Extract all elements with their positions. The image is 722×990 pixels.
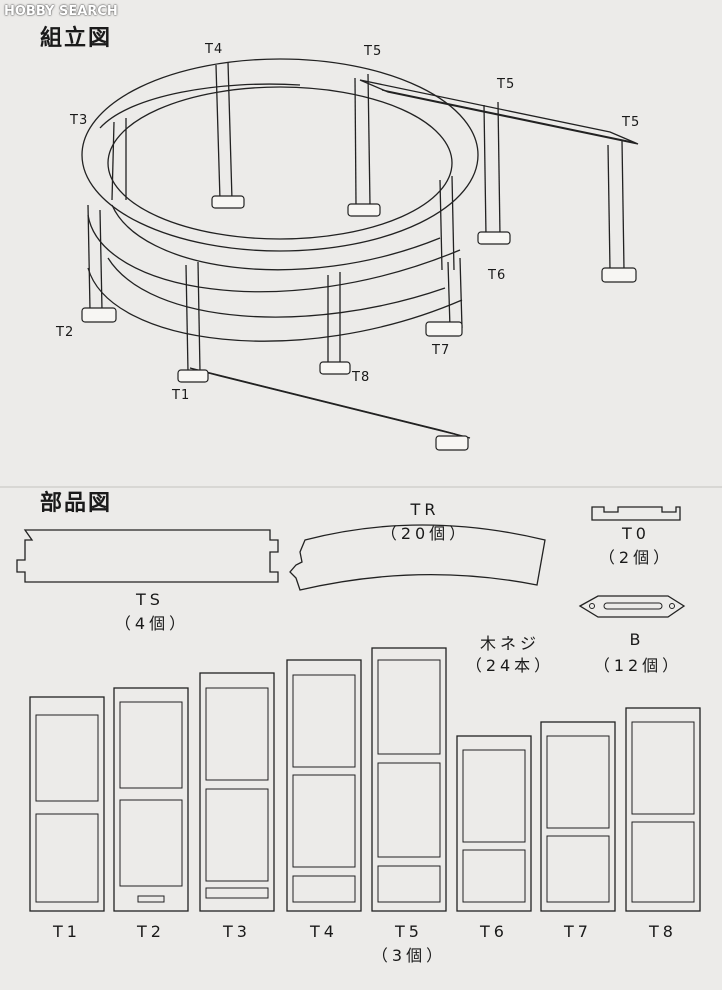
ring-lower-tier-inner [107, 257, 446, 318]
part-t5-count: （3個） [371, 946, 447, 965]
part-t5-shape [371, 647, 447, 912]
assembly-label-t5-c: T5 [622, 115, 641, 130]
part-tr-count: （20個） [380, 524, 470, 543]
parts-heading: 部品図 [40, 491, 113, 516]
assembly-label-t6: T6 [488, 268, 507, 283]
assembly-label-t5-a: T5 [364, 44, 383, 59]
branch-upper [359, 79, 639, 145]
ring-middle-tier-inner [111, 204, 441, 271]
part-t7-name: T7 [564, 922, 592, 941]
pier-t5-c [601, 139, 637, 283]
part-tr-shape [289, 524, 546, 591]
part-t6-name: T6 [480, 922, 508, 941]
part-t1-name: T1 [53, 922, 81, 941]
part-t4-name: T4 [310, 922, 338, 941]
part-t3-name: T3 [223, 922, 251, 941]
pier-t3 [111, 118, 127, 201]
part-tr-name: TR [410, 500, 440, 519]
part-b-name: B [629, 630, 645, 649]
pier-t8 [319, 272, 351, 375]
pier-t5-b [477, 101, 511, 245]
assembly-label-t8: T8 [352, 370, 371, 385]
part-t2-name: T2 [137, 922, 165, 941]
part-ts-count: （4個） [114, 614, 190, 633]
part-t1-shape [29, 696, 105, 912]
pier-t6 [439, 175, 455, 271]
part-b-shape [578, 595, 686, 618]
pier-t5-a [347, 73, 381, 217]
assembly-heading: 組立図 [40, 26, 113, 51]
assembly-label-t3: T3 [70, 113, 89, 128]
ring-middle-tier-2 [99, 83, 301, 129]
part-t0-shape [591, 506, 681, 521]
part-screw-count: （24本） [465, 656, 555, 675]
part-t8-name: T8 [649, 922, 677, 941]
part-t2-shape [113, 687, 189, 912]
ring-inner-top [107, 86, 453, 240]
part-t6-shape [456, 735, 532, 912]
part-t7-shape [540, 721, 616, 912]
part-ts-name: TS [136, 590, 164, 609]
assembly-label-t1: T1 [172, 388, 191, 403]
ring-outer-top [81, 58, 479, 252]
pier-t2 [81, 204, 117, 323]
assembly-label-t2: T2 [56, 325, 75, 340]
fold-crease [0, 486, 722, 488]
pier-t4 [211, 61, 245, 209]
part-t0-name: T0 [622, 524, 650, 543]
ring-lower-tier [87, 267, 463, 342]
assembly-label-t5-b: T5 [497, 77, 516, 92]
assembly-label-t4: T4 [205, 42, 224, 57]
part-screw-name: 木ネジ [479, 634, 540, 653]
ring-middle-tier [87, 214, 461, 293]
part-t4-shape [286, 659, 362, 912]
watermark-logo: HOBBY SEARCH [4, 4, 118, 19]
part-t5-name: T5 [395, 922, 423, 941]
assembly-label-t7: T7 [432, 343, 451, 358]
part-ts-shape [16, 529, 279, 583]
part-t8-shape [625, 707, 701, 912]
part-t3-shape [199, 672, 275, 912]
branch-lower-end-foot [435, 435, 469, 451]
pier-t7 [425, 257, 463, 337]
pier-t1 [177, 261, 209, 383]
part-b-count: （12個） [593, 656, 683, 675]
assembly-drawing [81, 58, 639, 451]
part-t0-count: （2個） [598, 548, 674, 567]
